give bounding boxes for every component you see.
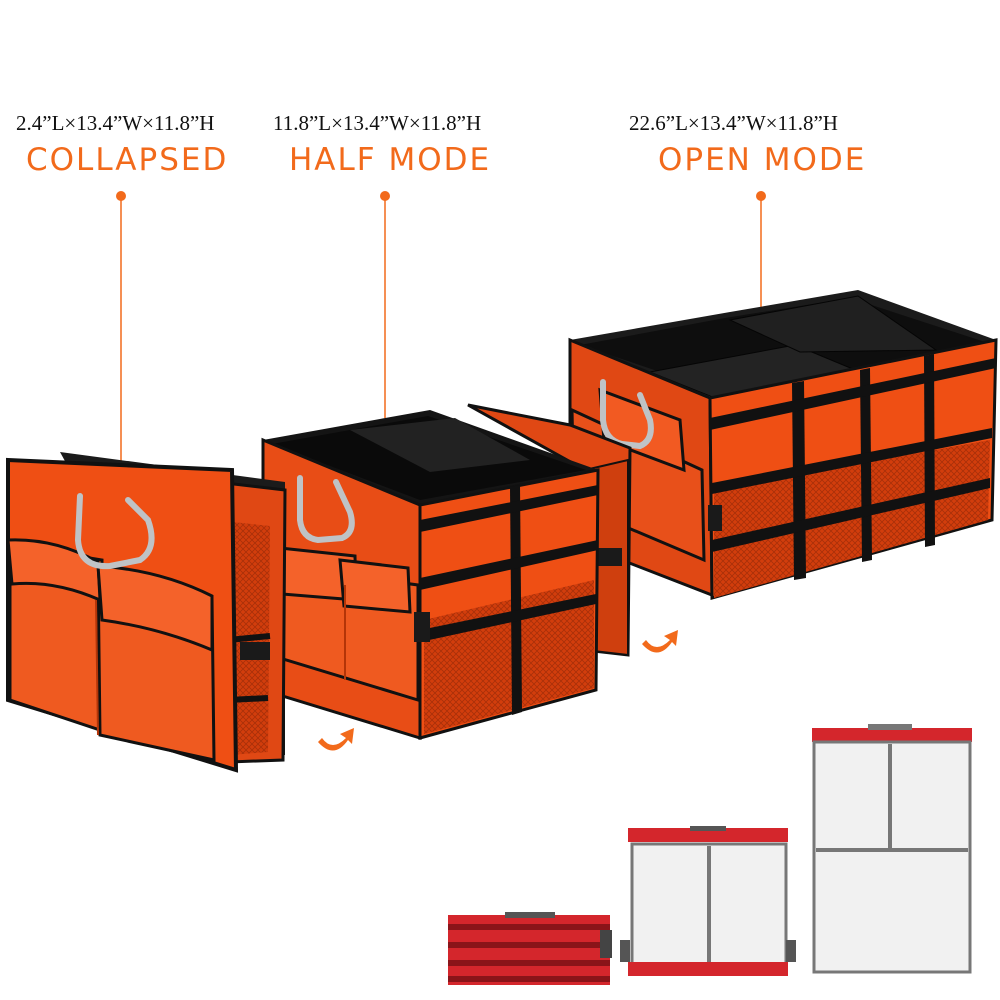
metal-handle-icon bbox=[297, 475, 355, 544]
open-mode-diagram bbox=[812, 724, 972, 974]
collapsed-diagram bbox=[448, 912, 612, 985]
callout-half-mode bbox=[380, 191, 390, 418]
collapsed-organizer bbox=[6, 452, 287, 773]
buckle-icon bbox=[414, 612, 430, 642]
buckle-icon bbox=[592, 548, 622, 566]
open-mode-organizer bbox=[568, 290, 998, 600]
collapsed-label: COLLAPSED bbox=[26, 142, 229, 178]
callout-collapsed bbox=[116, 191, 126, 466]
curved-arrow-icon bbox=[318, 728, 354, 751]
half-mode-dimensions: 11.8”L×13.4”W×11.8”H bbox=[273, 111, 482, 135]
open-mode-label: OPEN MODE bbox=[658, 142, 867, 178]
buckle-icon bbox=[708, 505, 722, 531]
callout-open-mode bbox=[756, 191, 766, 310]
half-mode-label: HALF MODE bbox=[289, 142, 492, 178]
collapsed-dimensions: 2.4”L×13.4”W×11.8”H bbox=[16, 111, 215, 135]
metal-handle-icon bbox=[74, 493, 155, 570]
curved-arrow-icon bbox=[642, 630, 678, 653]
half-mode-diagram bbox=[620, 826, 796, 976]
buckle-icon bbox=[240, 642, 270, 660]
half-mode-organizer bbox=[261, 403, 632, 741]
open-mode-dimensions: 22.6”L×13.4”W×11.8”H bbox=[629, 111, 838, 135]
metal-handle-icon bbox=[600, 379, 654, 450]
